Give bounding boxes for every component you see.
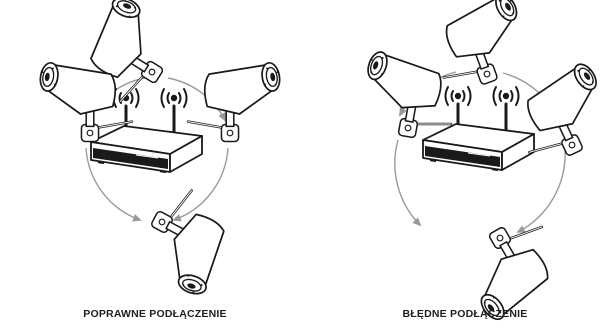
nvr-recorder-icon	[423, 87, 534, 170]
bullet-camera-icon	[188, 61, 282, 141]
bullet-camera-icon	[130, 181, 245, 301]
incorrect-connection-caption: BŁĘDNE PODŁĄCZENIE	[335, 308, 595, 320]
correct-connection-caption: POPRAWNE PODŁĄCZENIE	[25, 308, 285, 320]
correct-connection-diagram	[38, 0, 281, 301]
incorrect-connection-diagram	[356, 0, 614, 326]
